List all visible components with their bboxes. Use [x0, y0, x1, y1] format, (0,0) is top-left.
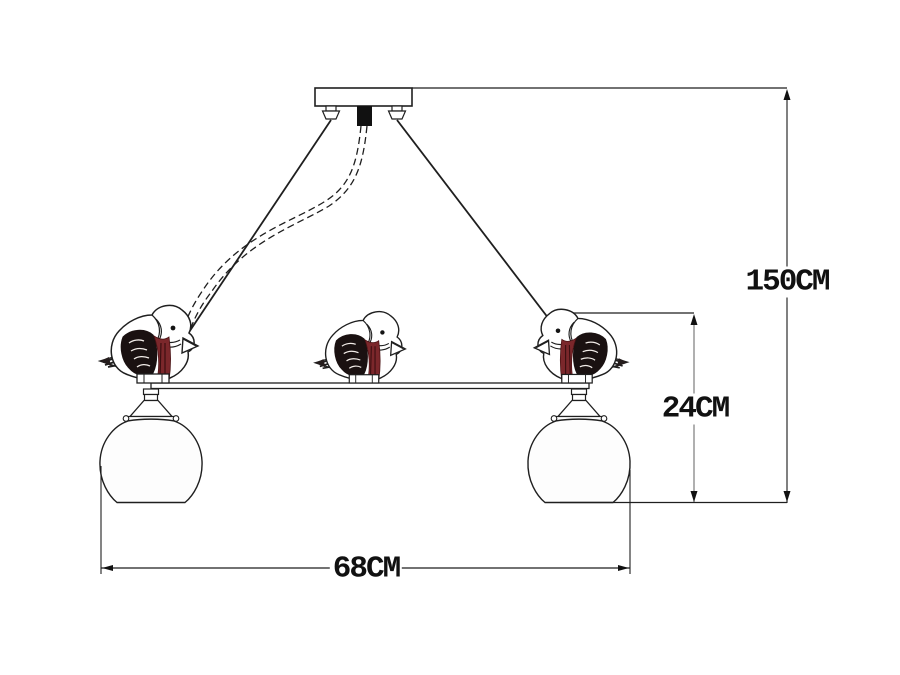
lamp-shade-left	[99, 388, 203, 504]
bird-figurine-middle	[314, 310, 407, 384]
support-bar	[150, 382, 590, 390]
dimension-label-fixture-width: 68CM	[329, 553, 403, 585]
power-cord	[180, 125, 362, 339]
wire-fitting-right	[387, 105, 407, 120]
dimension-total-height-150	[412, 87, 791, 503]
wire-fitting-left	[321, 105, 341, 120]
power-cord-connector	[357, 106, 372, 126]
power-cord-second-strand	[186, 125, 368, 342]
dimension-label-total-height: 150CM	[742, 266, 832, 298]
lamp-shade-right	[527, 388, 631, 504]
suspension-wire-right	[396, 119, 566, 341]
ceiling-mount-plate	[314, 87, 413, 126]
bird-figurine-left	[99, 304, 199, 384]
dimension-label-fixture-height: 24CM	[658, 393, 732, 425]
bird-figurine-right	[533, 308, 629, 384]
